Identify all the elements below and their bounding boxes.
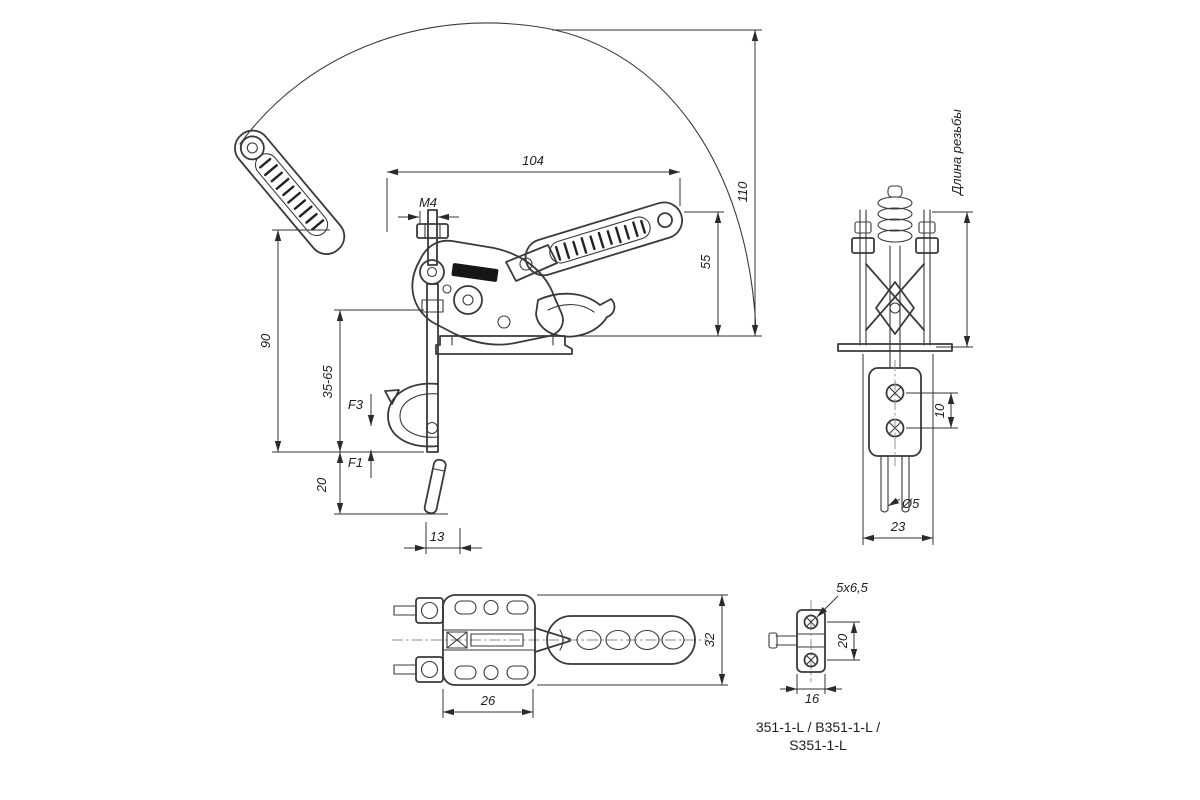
dim-slot-label: 5x6,5 [836, 580, 869, 595]
linkage [865, 245, 925, 369]
dim-55: 55 [684, 211, 724, 336]
dim-thread-length: Длина резьбы [932, 109, 973, 348]
dim-104: 104 [386, 153, 681, 232]
dim-23-label: 23 [890, 519, 906, 534]
force-f1-label: F1 [348, 455, 363, 470]
dim-m4: M4 [398, 195, 459, 223]
handle-bottom [534, 615, 696, 665]
dim-26-label: 26 [480, 693, 496, 708]
mount-slot [506, 665, 529, 680]
mount-hole [483, 599, 499, 616]
side-view: Длина резьбы 10 Ø5 23 [837, 109, 973, 545]
dim-d5: Ø5 [887, 496, 920, 511]
dim-90: 90 [258, 229, 424, 453]
handle-grip [524, 201, 683, 277]
dim-104-label: 104 [522, 153, 544, 168]
hex-nut [416, 223, 449, 239]
dim-20-label: 20 [314, 477, 329, 493]
front-view: 104 M4 110 55 90 35-65 [234, 22, 762, 554]
dim-23: 23 [862, 354, 934, 545]
plate-hole-top [803, 614, 819, 630]
dim-90-label: 90 [258, 333, 273, 348]
model-line2: S351-1-L [789, 737, 847, 753]
dim-10: 10 [906, 392, 958, 429]
handle-link [505, 244, 558, 282]
dim-10-label: 10 [932, 403, 947, 418]
left-nut [851, 237, 875, 254]
release-lever [535, 292, 616, 338]
hook [384, 382, 439, 448]
thread-length-label: Длина резьбы [949, 109, 964, 197]
rod-top-cap [887, 185, 903, 198]
mounting-block [868, 360, 922, 466]
motion-arc [239, 22, 757, 331]
mount-slot [454, 600, 477, 615]
mounting-plate-section [768, 609, 826, 673]
dim-m4-label: M4 [419, 195, 437, 210]
mount-slot [506, 600, 529, 615]
spring [877, 196, 913, 243]
phantom-grip-outline [234, 129, 346, 255]
dim-35-65-label: 35-65 [320, 365, 335, 399]
plate-detail-view: 5x6,5 20 16 [768, 580, 869, 706]
phantom-handle-ring [239, 135, 265, 161]
flange [837, 343, 953, 352]
dim-20: 20 [314, 452, 448, 515]
base-plate-bottom [442, 594, 536, 686]
handle-grip-bottom [546, 615, 696, 665]
dim-16-label: 16 [805, 691, 820, 706]
clamp-body [411, 239, 564, 346]
dim-26: 26 [442, 689, 534, 718]
brand-text-marks [259, 157, 325, 231]
dim-32: 32 [537, 594, 728, 686]
threaded-rods [851, 209, 939, 346]
dim-13: 13 [404, 522, 482, 554]
plate-hole-bottom [803, 652, 819, 668]
brand-badge [451, 263, 499, 282]
model-line1: 351-1-L / B351-1-L / [756, 719, 880, 735]
dim-55-label: 55 [698, 254, 713, 269]
dim-20-plate: 20 [827, 621, 860, 661]
handle-ring-hole [657, 212, 673, 229]
mount-slot [454, 665, 477, 680]
dim-16: 16 [780, 674, 842, 706]
right-nut [915, 237, 939, 254]
dim-d5-label: Ø5 [901, 496, 920, 511]
bottom-view: 32 26 [392, 594, 728, 718]
mount-hole [483, 664, 499, 681]
brand-text-marks [554, 219, 646, 261]
spindle [416, 209, 449, 266]
force-f3-label: F3 [348, 397, 364, 412]
dim-13-label: 13 [430, 529, 445, 544]
dim-20-plate-label: 20 [835, 633, 850, 649]
phantom-handle [234, 129, 346, 255]
slide-bar [421, 283, 444, 453]
force-f3-arrow: F3 [348, 394, 375, 426]
spindle-pivot [419, 259, 445, 285]
lower-pins [880, 455, 910, 513]
dim-32-label: 32 [702, 632, 717, 647]
plate-pin [768, 632, 778, 649]
dim-110: 110 [552, 29, 762, 337]
main-pivot [453, 285, 483, 315]
drop-pin [423, 458, 447, 515]
dim-110-label: 110 [735, 181, 750, 202]
dim-slot: 5x6,5 [816, 580, 869, 618]
force-f1-arrow: F1 [348, 450, 375, 478]
dim-35-65: 35-65 [320, 309, 424, 452]
model-label: 351-1-L / B351-1-L / S351-1-L [756, 719, 880, 753]
handle [505, 201, 683, 282]
